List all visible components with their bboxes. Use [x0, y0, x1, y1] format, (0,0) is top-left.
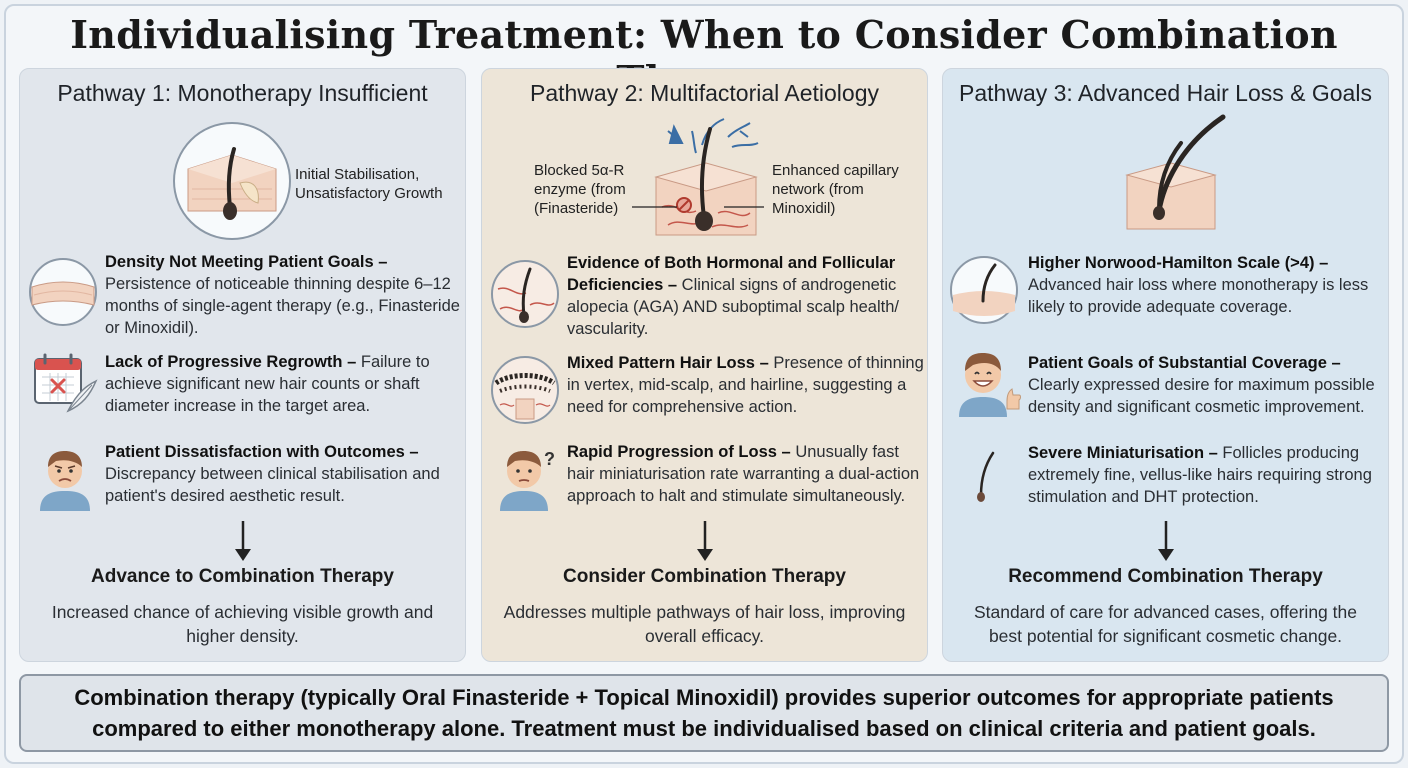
item-title: Evidence of Both Hormonal and Follicular…: [567, 254, 896, 294]
down-arrow-icon: [697, 521, 713, 561]
pathway-1-outcome-title: Advance to Combination Therapy: [91, 566, 394, 587]
down-arrow-icon: [235, 521, 251, 561]
pathway-3-title: Pathway 3: Advanced Hair Loss & Goals: [959, 80, 1372, 106]
mixed-pattern-icon: [491, 356, 559, 424]
item-description: Unusually fast hair miniaturisation rate…: [567, 443, 920, 505]
pathway-3-panel: Pathway 3: Advanced Hair Loss & Goals Hi…: [942, 68, 1389, 662]
pathway-3-item-2: Patient Goals of Substantial Coverage – …: [1028, 354, 1375, 416]
pathway-1-title: Pathway 1: Monotherapy Insufficient: [57, 80, 428, 106]
pathway-1-panel: Pathway 1: Monotherapy Insufficient Init…: [19, 68, 466, 662]
sad-patient-icon: [40, 451, 90, 511]
pathway-1-outcome-text: Increased chance of achieving visible gr…: [51, 602, 434, 646]
pathway-3-outcome-title: Recommend Combination Therapy: [1008, 566, 1323, 587]
down-arrow-icon: [1158, 521, 1174, 561]
fine-hair-icon: [977, 451, 995, 502]
item-title: Severe Miniaturisation: [1028, 444, 1205, 462]
item-description: Presence of thinning in vertex, mid-scal…: [567, 354, 924, 416]
calendar-icon: [34, 353, 98, 413]
pathway-2-hero-label-right: Enhanced capillary network (from Minoxid…: [772, 162, 899, 217]
pathway-1-item-1: Density Not Meeting Patient Goals – Pers…: [105, 253, 460, 337]
pathway-2-outcome-title: Consider Combination Therapy: [563, 566, 846, 587]
pathway-2-item-3: Rapid Progression of Loss – Unusually fa…: [567, 443, 920, 505]
pathway-2-hero-label-left: Blocked 5α-R enzyme (from (Finasteride): [534, 162, 626, 217]
pathway-2-item-2: Mixed Pattern Hair Loss – Presence of th…: [567, 354, 924, 416]
pathway-3-outcome-text: Standard of care for advanced cases, off…: [974, 602, 1357, 646]
item-title: Patient Goals of Substantial Coverage: [1028, 354, 1327, 372]
confused-patient-icon: ?: [500, 449, 555, 511]
item-description: Clinical signs of androgenetic alopecia …: [567, 276, 899, 338]
pathway-1-item-2: Lack of Progressive Regrowth – Failure t…: [105, 353, 430, 415]
item-title: Mixed Pattern Hair Loss: [567, 354, 755, 372]
bald-scalp-icon: [950, 256, 1018, 324]
pathway-3-item-3: Severe Miniaturisation – Follicles produ…: [1028, 444, 1372, 506]
item-description: Persistence of noticeable thinning despi…: [105, 275, 460, 337]
pathway-2-outcome-text: Addresses multiple pathways of hair loss…: [503, 602, 906, 646]
happy-patient-icon: [959, 353, 1021, 417]
item-description: Discrepancy between clinical stabilisati…: [105, 465, 440, 505]
hair-strands-icon: [1125, 114, 1226, 230]
pathway-1-item-3: Patient Dissatisfaction with Outcomes – …: [105, 443, 440, 505]
follicle-vessels-icon: [491, 260, 559, 328]
item-description: Clearly expressed desire for maximum pos…: [1028, 376, 1375, 416]
item-title: Patient Dissatisfaction with Outcomes: [105, 443, 405, 461]
pathway-2-item-1: Evidence of Both Hormonal and Follicular…: [567, 254, 899, 338]
pathway-1-hero-label: Initial Stabilisation, Unsatisfactory Gr…: [295, 166, 443, 202]
item-description: Advanced hair loss where monotherapy is …: [1028, 276, 1369, 316]
hair-follicle-circle-icon: [173, 122, 291, 240]
pathway-2-panel: Pathway 2: Multifactorial Aetiology Bloc…: [481, 68, 928, 662]
dual-mechanism-follicle-icon: [632, 118, 764, 236]
item-title: Density Not Meeting Patient Goals: [105, 253, 374, 271]
item-description: Follicles producing extremely fine, vell…: [1028, 444, 1372, 506]
item-title: Higher Norwood-Hamilton Scale (>4): [1028, 254, 1315, 272]
pathway-3-item-1: Higher Norwood-Hamilton Scale (>4) – Adv…: [1028, 254, 1369, 316]
svg-text:?: ?: [544, 449, 555, 469]
scalp-thinning-icon: [29, 258, 97, 326]
item-title: Lack of Progressive Regrowth: [105, 353, 343, 371]
item-title: Rapid Progression of Loss: [567, 443, 777, 461]
pathway-2-title: Pathway 2: Multifactorial Aetiology: [529, 80, 879, 106]
summary-footer: Combination therapy (typically Oral Fina…: [19, 674, 1389, 752]
item-description: Failure to achieve significant new hair …: [105, 353, 430, 415]
